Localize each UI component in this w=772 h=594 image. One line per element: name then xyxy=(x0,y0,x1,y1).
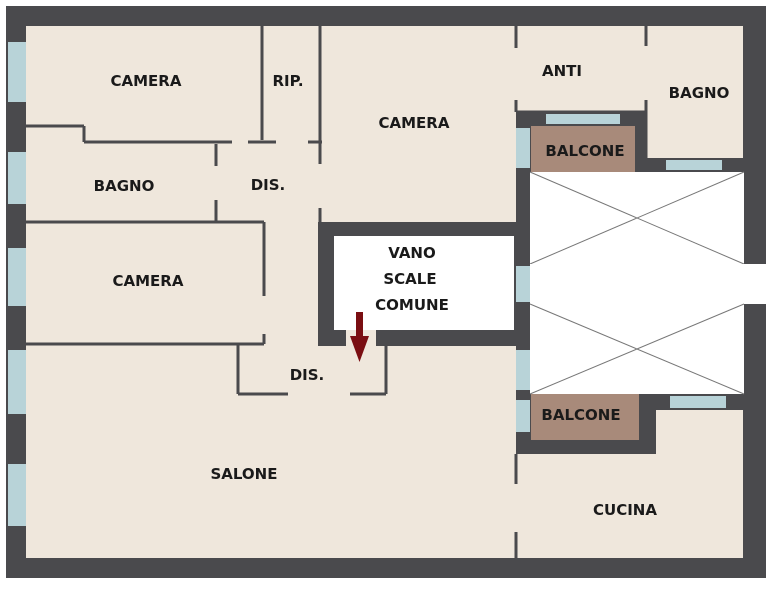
internal-walls xyxy=(26,26,648,558)
room-label-anti: ANTI xyxy=(542,62,582,80)
room-label-balcone-top: BALCONE xyxy=(545,142,624,160)
room-label-bagno-left: BAGNO xyxy=(94,177,155,195)
stairwell xyxy=(334,236,514,330)
room-label-camera-mid-left: CAMERA xyxy=(113,272,184,290)
balcony-top xyxy=(531,126,635,172)
floor-bagno-right xyxy=(646,26,743,158)
stairwell-label-line-1: VANO xyxy=(388,244,436,262)
room-label-bagno-right: BAGNO xyxy=(669,84,730,102)
light-well-passage xyxy=(530,264,772,304)
entrance-arrow-icon xyxy=(350,312,369,362)
room-label-balcone-bottom: BALCONE xyxy=(541,406,620,424)
stairwell-label-line-2: SCALE xyxy=(383,270,436,288)
room-label-cucina: CUCINA xyxy=(593,501,657,519)
room-label-dis-top: DIS. xyxy=(251,176,286,194)
room-label-camera-center: CAMERA xyxy=(379,114,450,132)
windows-left xyxy=(8,42,26,526)
floor-cucina xyxy=(516,454,743,558)
room-label-rip: RIP. xyxy=(272,72,303,90)
light-well-cross-icon xyxy=(529,303,745,395)
floor-anti xyxy=(516,26,646,112)
balcony-walls xyxy=(516,112,656,454)
room-label-salone: SALONE xyxy=(211,465,278,483)
room-label-camera-top-left: CAMERA xyxy=(111,72,182,90)
light-well-cross-icon xyxy=(529,171,745,265)
balcony-bottom xyxy=(531,394,639,440)
floor-cucina-upper xyxy=(656,410,743,460)
room-label-dis-bottom: DIS. xyxy=(290,366,325,384)
stairwell-label-line-3: COMUNE xyxy=(375,296,449,314)
